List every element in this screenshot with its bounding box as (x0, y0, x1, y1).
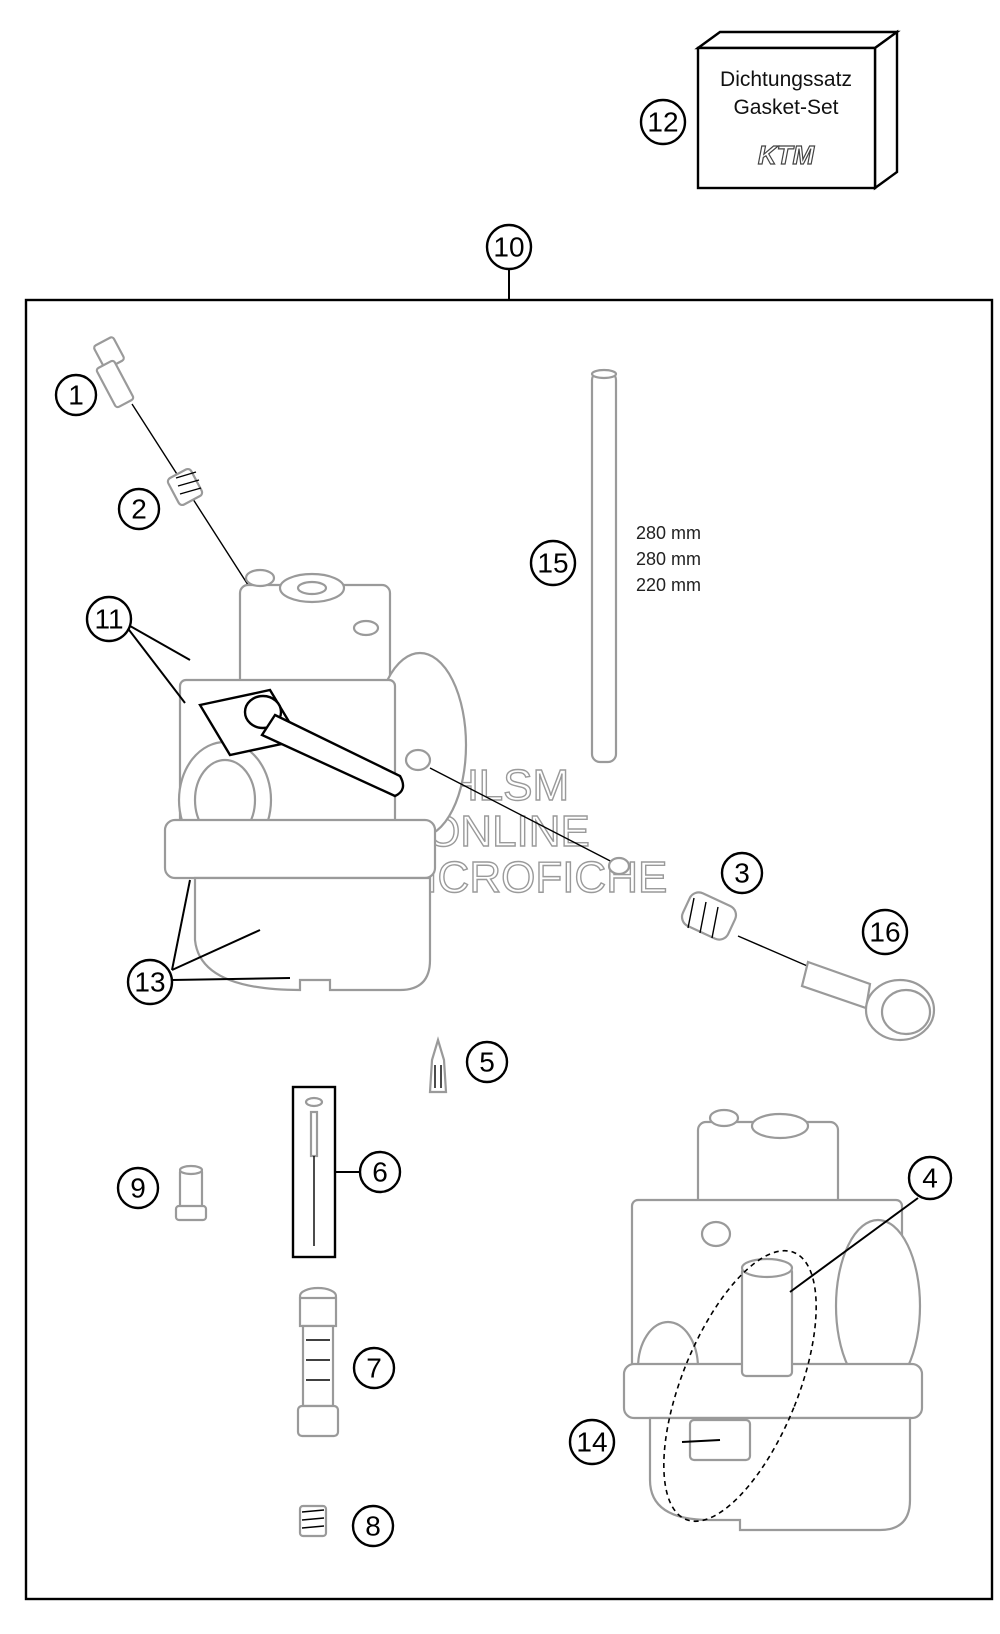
part-adjusting-screw (800, 960, 936, 1042)
callout-1: 1 (54, 373, 98, 417)
svg-text:14: 14 (576, 1427, 607, 1458)
svg-text:11: 11 (94, 604, 123, 635)
leader-lines (122, 621, 919, 1443)
part-main-jet (174, 1164, 208, 1222)
callout-16: 16 (861, 908, 909, 956)
svg-text:10: 10 (493, 232, 524, 263)
ktm-logo: KTM (758, 140, 816, 170)
part-needle-jet (296, 1286, 340, 1438)
svg-text:13: 13 (134, 967, 165, 998)
callout-9: 9 (116, 1166, 160, 1210)
part-spring-large (680, 891, 813, 969)
svg-text:1: 1 (68, 380, 84, 411)
carburetor-float-view (622, 1108, 924, 1532)
callout-5: 5 (465, 1040, 509, 1084)
callout-13: 13 (126, 958, 174, 1006)
carburetor-body (163, 568, 631, 992)
gasket-set-box: Dichtungssatz Gasket-Set KTM (694, 29, 901, 191)
part-idle-screw (93, 336, 251, 589)
svg-text:15: 15 (537, 548, 568, 579)
callout-14: 14 (568, 1418, 616, 1466)
internal-parts-highlight (663, 1249, 817, 1523)
callout-6: 6 (358, 1150, 402, 1194)
svg-text:4: 4 (922, 1163, 938, 1194)
needle-length-3: 220 mm (636, 575, 701, 595)
needle-length-1: 280 mm (636, 523, 701, 543)
svg-text:5: 5 (479, 1047, 495, 1078)
part-jet-needle (291, 1085, 360, 1259)
callout-10: 10 (485, 223, 533, 271)
part-needle-tube: 280 mm 280 mm 220 mm (590, 368, 701, 764)
gasket-box-label-en: Gasket-Set (733, 96, 838, 119)
svg-text:12: 12 (647, 107, 678, 138)
part-float-needle (428, 1036, 448, 1094)
callout-4: 4 (907, 1155, 953, 1201)
needle-length-2: 280 mm (636, 549, 701, 569)
svg-text:7: 7 (366, 1353, 382, 1384)
callout-8: 8 (351, 1504, 395, 1548)
svg-text:16: 16 (869, 917, 900, 948)
watermark-line-2: ONLINE (426, 807, 590, 856)
callout-12: 12 (639, 98, 687, 146)
part-spring-small (166, 467, 204, 507)
svg-text:2: 2 (131, 494, 147, 525)
svg-text:3: 3 (734, 858, 750, 889)
svg-text:9: 9 (130, 1173, 146, 1204)
callout-11: 11 (85, 595, 133, 643)
callout-15: 15 (529, 539, 577, 587)
callout-2: 2 (117, 487, 161, 531)
part-idle-jet (298, 1504, 328, 1538)
watermark-line-1: HLSM (447, 761, 569, 810)
callout-3: 3 (720, 851, 764, 895)
gasket-box-label-de: Dichtungssatz (720, 68, 852, 91)
svg-text:8: 8 (365, 1511, 381, 1542)
svg-text:6: 6 (372, 1157, 388, 1188)
callout-7: 7 (352, 1346, 396, 1390)
